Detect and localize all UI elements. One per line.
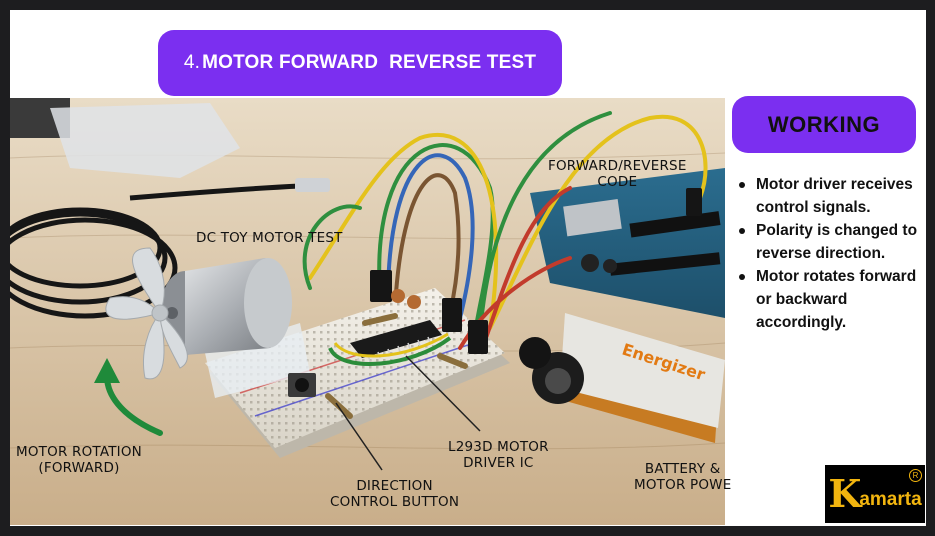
jumper-wires xyxy=(302,111,708,350)
push-button xyxy=(288,373,316,397)
label-battery-power: BATTERY & MOTOR POWE xyxy=(634,461,732,493)
arduino-board xyxy=(530,168,725,318)
working-heading: WORKING xyxy=(732,96,916,153)
bullet-icon xyxy=(739,274,745,280)
label-motor-rotation: MOTOR ROTATION (FORWARD) xyxy=(16,444,142,476)
list-item: Motor rotates forward or backward accord… xyxy=(734,265,926,334)
component-bag xyxy=(50,103,240,178)
slide-title-number: 4. xyxy=(183,52,201,73)
logo-initial: K xyxy=(828,471,862,516)
label-forward-reverse-code: FORWARD/REVERSE CODE xyxy=(548,158,687,190)
usb-cable xyxy=(10,183,301,319)
bullet-icon xyxy=(739,182,745,188)
list-item: Polarity is changed to reverse direction… xyxy=(734,219,926,265)
slide-title: 4.MOTOR FORWARD REVERSE TEST xyxy=(158,30,562,96)
label-direction-button: DIRECTION CONTROL BUTTON xyxy=(330,478,460,510)
label-dc-motor: DC TOY MOTOR TEST xyxy=(196,230,343,246)
bullet-icon xyxy=(739,228,745,234)
battery: Energizer xyxy=(519,313,725,443)
circuit-photo: Energizer DC TOY MOTOR TEST FORWARD/REVE… xyxy=(10,98,731,525)
registered-mark: R xyxy=(909,469,922,482)
logo-text: amarta xyxy=(859,489,922,510)
slide-title-text: MOTOR FORWARD REVERSE TEST xyxy=(202,52,537,73)
working-points: Motor driver receives control signals. P… xyxy=(734,173,926,334)
slide: 4.MOTOR FORWARD REVERSE TEST xyxy=(10,10,926,526)
list-item: Motor driver receives control signals. xyxy=(734,173,926,219)
motor-fan xyxy=(105,247,188,380)
usb-plug xyxy=(295,178,330,192)
rotation-arrow-icon xyxy=(94,358,163,436)
label-driver-ic: L293D MOTOR DRIVER IC xyxy=(448,439,549,471)
